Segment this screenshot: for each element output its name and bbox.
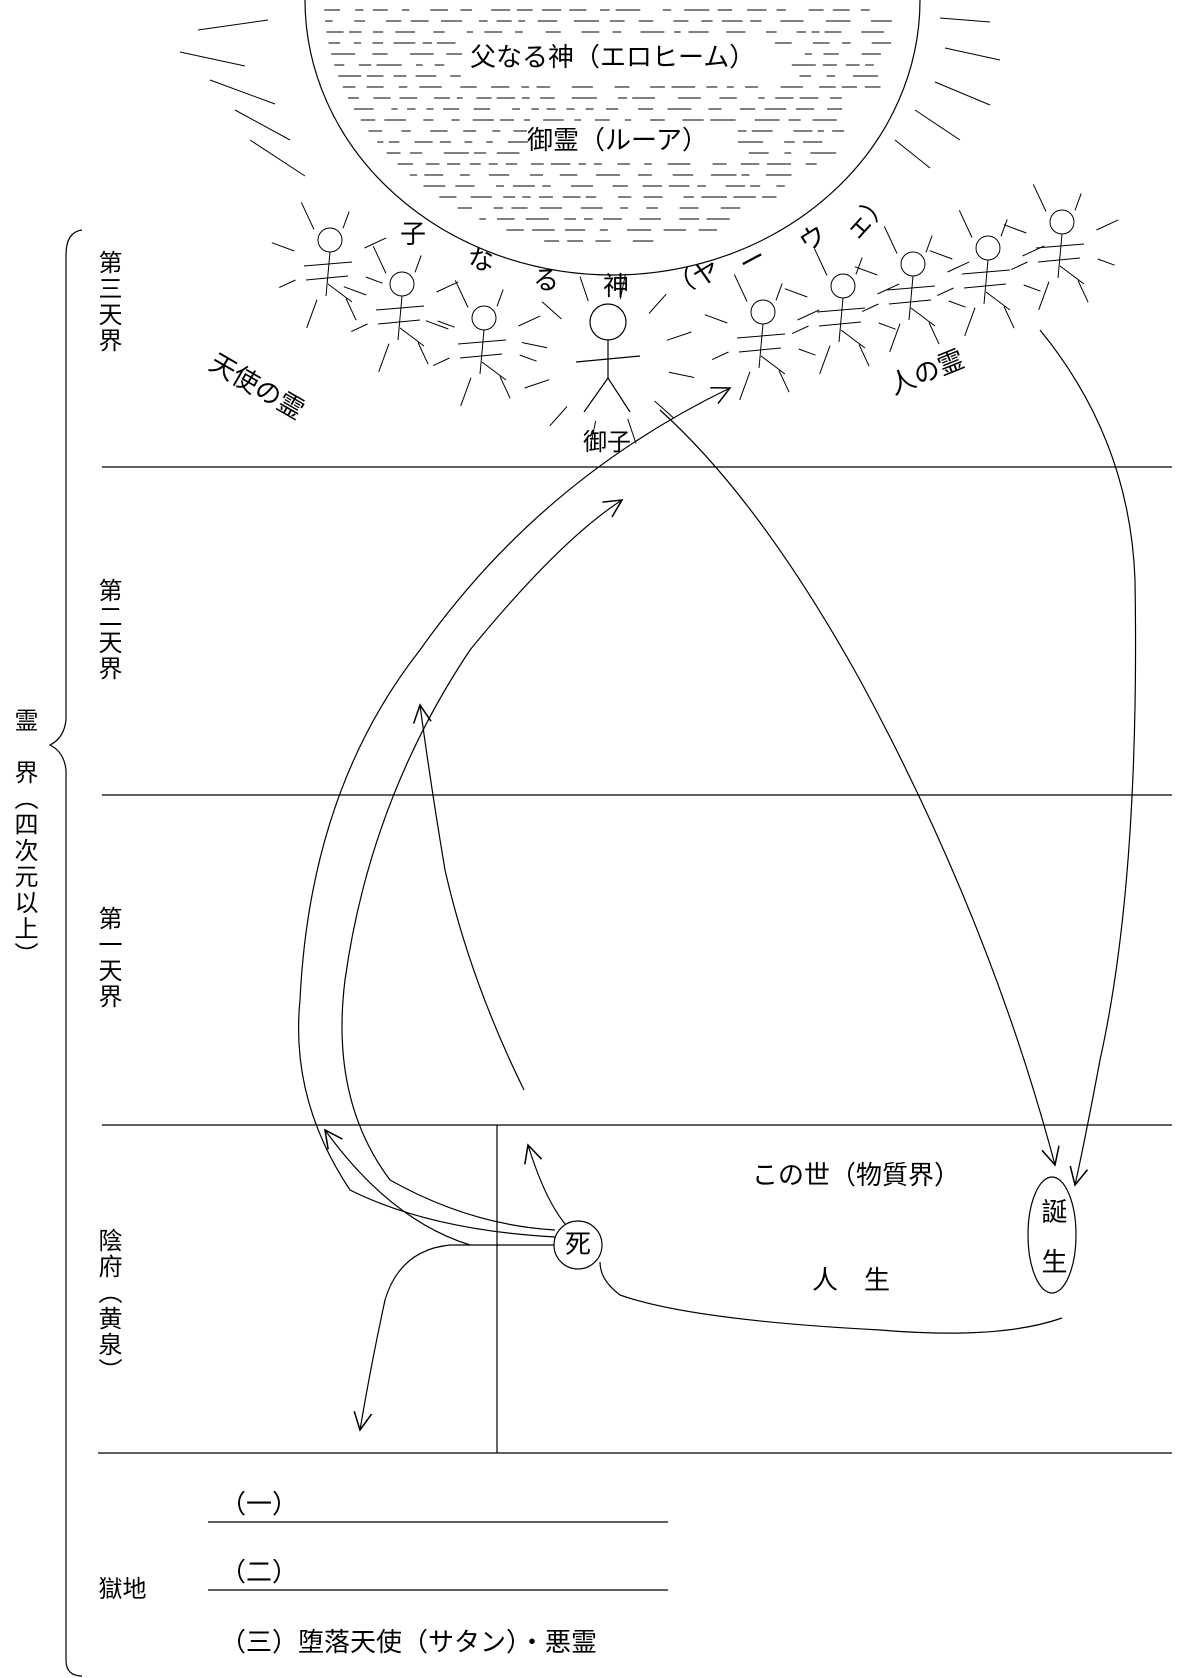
son-figure	[575, 303, 641, 413]
death-circle	[553, 1220, 603, 1270]
son-ray	[619, 273, 626, 300]
human-spirit-figure	[854, 226, 970, 353]
hell-level-one: （一）	[220, 1490, 299, 1520]
son-ray	[627, 418, 637, 444]
birth-ellipse	[1027, 1176, 1077, 1294]
son-ray	[668, 371, 695, 378]
son-char-2: な	[468, 246, 495, 276]
path-birth-to-death	[599, 1261, 1063, 1334]
this-world-label: この世（物質界）	[752, 1161, 961, 1191]
brace-spirit-world	[48, 229, 83, 1677]
path-spirit-descent	[1039, 329, 1137, 1187]
human-spirit-figure	[1003, 184, 1119, 311]
son-ray	[549, 406, 568, 427]
son-char-1: 子	[400, 220, 427, 250]
hades-label: 陰府（黄泉）	[94, 1228, 122, 1384]
path-son-to-birth	[659, 409, 1060, 1167]
hell-label: 地獄	[94, 1576, 146, 1638]
spirit-figures	[271, 184, 1119, 407]
death-label: 死	[565, 1230, 592, 1260]
hell-level-three: （三）堕落天使（サタン）・悪霊	[220, 1628, 598, 1658]
son-ray	[654, 400, 675, 419]
first-heaven-label: 第一天界	[94, 906, 122, 1010]
path-to-hades-upper	[323, 1128, 471, 1246]
god-texture	[324, 9, 892, 242]
second-heaven-label: 第二天界	[94, 578, 122, 682]
son-ray	[666, 331, 692, 341]
father-god-label: 父なる神（エロヒーム）	[470, 43, 756, 73]
third-heaven-label: 第三天界	[94, 250, 122, 354]
human-spirit-figure	[784, 248, 900, 375]
birth-label: 誕生	[1037, 1198, 1067, 1298]
angel-spirit-figure	[343, 246, 459, 373]
angel-spirit-figure	[425, 280, 541, 407]
human-spirit-figure	[704, 274, 820, 401]
holy-spirit-label: 御霊（ルーア）	[527, 126, 708, 156]
angel-spirit-figure	[271, 202, 387, 329]
radiance-rays	[179, 17, 1001, 177]
son-ray	[590, 420, 597, 447]
god-circle	[304, 0, 921, 276]
son-char-4: 神	[603, 272, 630, 302]
realm-lines	[98, 466, 1172, 1591]
son-ray	[648, 293, 667, 314]
son-ray	[521, 342, 548, 349]
path-death-ascend-outer	[297, 386, 732, 1238]
path-first-heaven-arrow	[412, 703, 525, 1091]
path-to-hell	[353, 1244, 555, 1432]
the-son-label: 御子	[583, 428, 631, 456]
path-death-ascend-inner	[341, 499, 624, 1231]
life-label: 人 生	[812, 1266, 891, 1296]
spirit-world-label: 霊 界（四次元以上）	[10, 708, 38, 968]
hell-level-two: （二）	[220, 1558, 299, 1588]
path-death-up-short	[524, 1143, 567, 1226]
son-radiance	[521, 273, 695, 447]
son-char-3: る	[533, 266, 560, 296]
son-ray	[579, 276, 589, 302]
son-ray	[541, 301, 562, 320]
human-spirit-figure	[929, 210, 1045, 337]
son-ray	[524, 379, 550, 389]
